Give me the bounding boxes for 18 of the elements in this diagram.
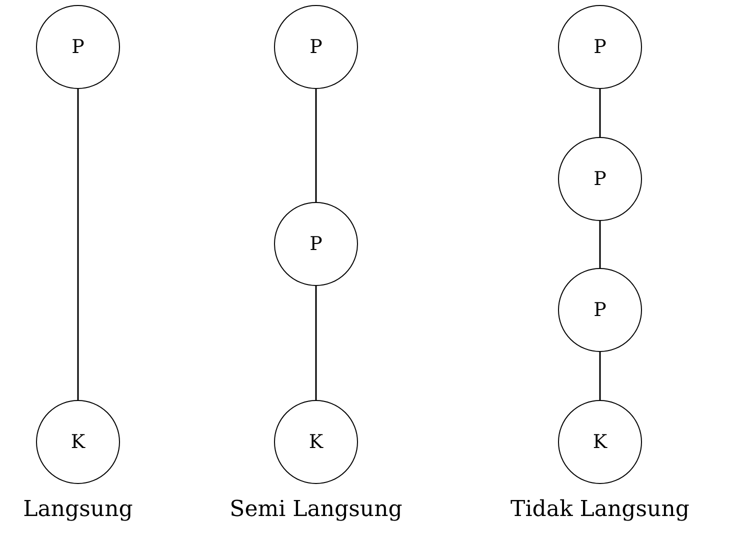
connector-line [599,89,601,137]
column-caption: Semi Langsung [230,497,402,522]
column-caption: Langsung [23,497,133,522]
connector-line [599,221,601,268]
node-label: K [308,431,324,453]
connector-line [315,89,317,202]
node-label: P [594,299,606,321]
node-label: P [310,233,322,255]
column-caption: Tidak Langsung [510,497,690,522]
node-label: K [70,431,86,453]
node-label: P [594,36,606,58]
node-label: P [72,36,84,58]
node-label: K [592,431,608,453]
connector-line [599,352,601,400]
node-label: P [310,36,322,58]
node-label: P [594,168,606,190]
connector-line [77,89,79,400]
connector-line [315,286,317,400]
